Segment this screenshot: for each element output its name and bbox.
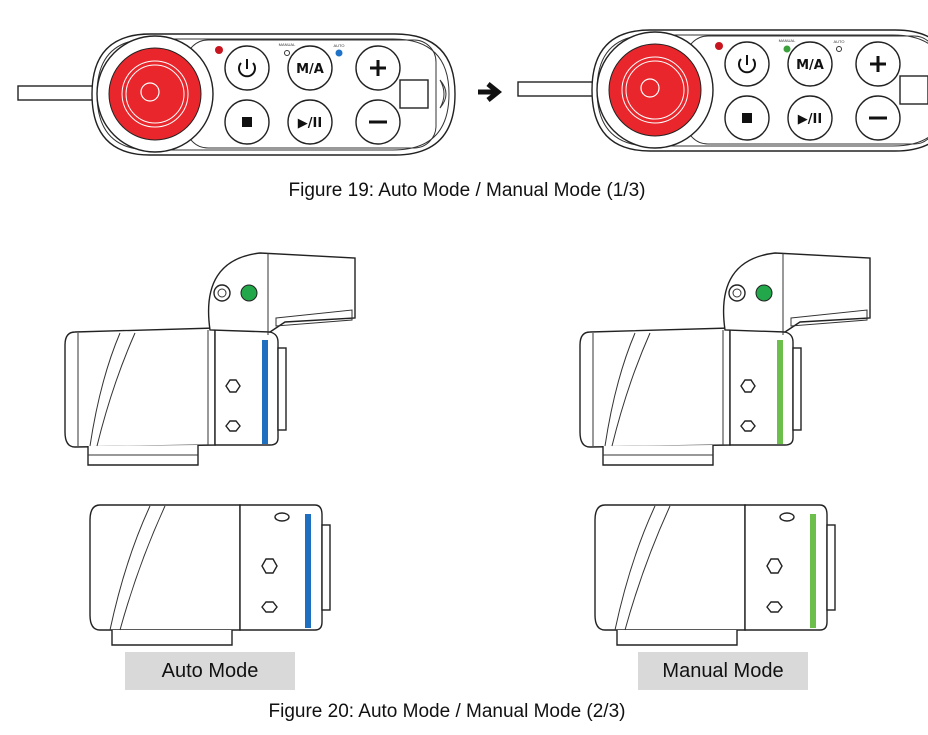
joint-bottom-auto [89,504,331,646]
auto-led-lit [335,49,343,57]
mode-button-label: M/A [296,62,324,77]
auto-ring-light [262,340,268,444]
figure-20-caption: Figure 20: Auto Mode / Manual Mode (2/3) [268,701,626,722]
joint-led [755,284,773,302]
auto-mode-label: Auto Mode [125,652,295,690]
joint-led [240,284,258,302]
joint-top-auto [64,252,356,466]
mode-button-label: M/A [796,58,824,73]
joint-bottom-manual [594,504,836,646]
pendant-auto-mode [16,32,457,157]
play-pause-button-label: ▶/II [798,112,822,127]
manual-mode-label: Manual Mode [638,652,808,690]
joint-top-manual [579,252,871,466]
manual-ring-light [777,340,783,444]
manual-ring-light [810,514,816,628]
figure-19-caption: Figure 19: Auto Mode / Manual Mode (1/3) [288,180,646,201]
auto-led [836,46,842,52]
play-pause-button-label: ▶/II [298,116,322,131]
pendant-manual-mode [516,28,928,153]
manual-led [284,50,290,56]
manual-led-lit [783,45,791,53]
auto-ring-light [305,514,311,628]
arrow-right-icon [478,82,503,102]
